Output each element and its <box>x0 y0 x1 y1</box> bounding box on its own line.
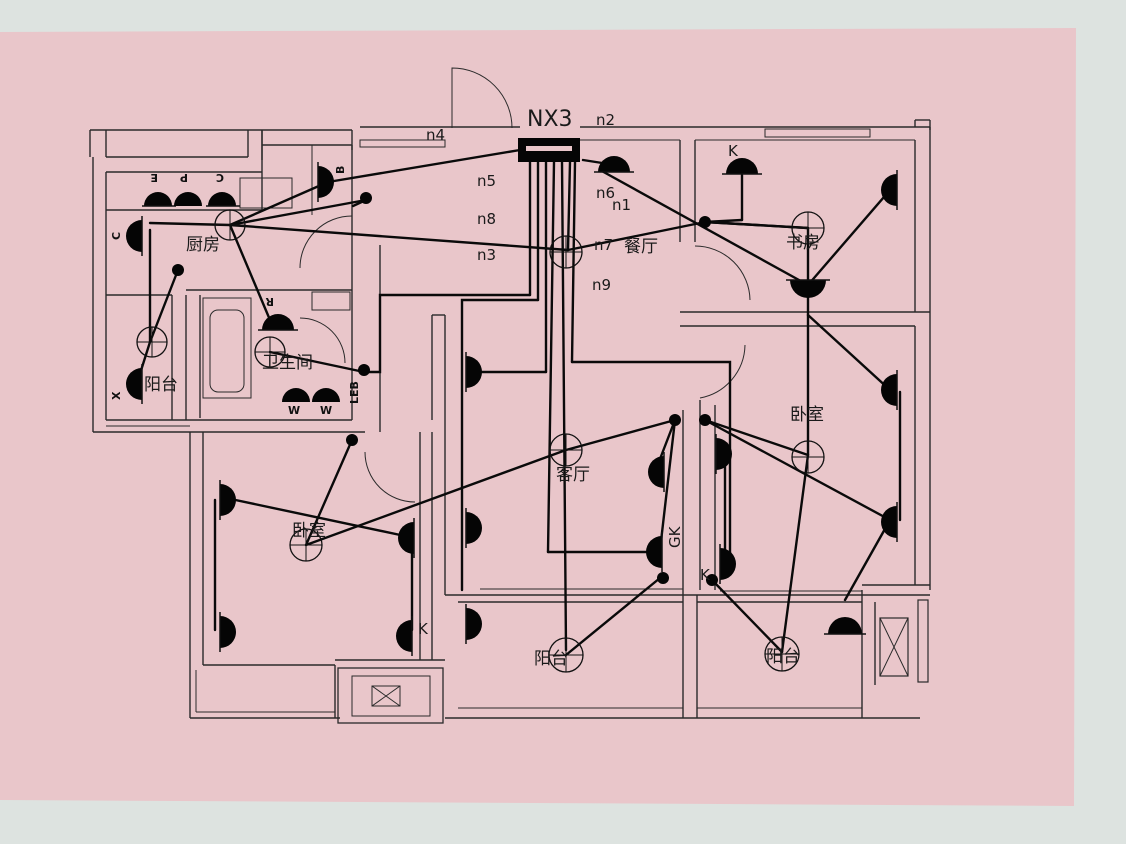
room-living: 客厅 <box>556 465 590 485</box>
socket-living-left-1 <box>465 352 482 392</box>
room-bedroom-left: 卧室 <box>292 521 326 541</box>
circuit-n6: n6 <box>596 184 615 202</box>
light-fixtures <box>136 209 825 673</box>
circuit-n2: n2 <box>596 111 615 129</box>
socket-study-bottom <box>786 279 830 298</box>
label-r-bath: R <box>265 295 274 308</box>
circuit-n7: n7 <box>594 236 613 254</box>
label-k-study: K <box>728 142 739 160</box>
socket-living-right-1 <box>648 452 665 492</box>
socket-kitchen-e <box>142 192 176 207</box>
socket-bedroom-right-2 <box>881 502 898 542</box>
light-bath <box>254 336 286 368</box>
label-leb: LEB <box>348 381 361 404</box>
light-study <box>791 211 825 245</box>
light-balcony-bottom-left <box>548 637 584 673</box>
socket-kitchen-c <box>206 192 240 207</box>
light-dining <box>549 235 583 269</box>
label-b-kitchen: B <box>334 166 347 174</box>
room-bedroom-right: 卧室 <box>790 405 824 425</box>
floor-plan-walls <box>89 67 931 724</box>
room-dining: 餐厅 <box>624 237 658 257</box>
circuit-n8: n8 <box>477 210 496 228</box>
room-study: 书房 <box>786 233 820 253</box>
socket-bedroom-right-1 <box>881 370 898 410</box>
socket-balcony-right <box>824 617 866 635</box>
socket-bedroom-left-k <box>396 616 413 656</box>
socket-living-left-2 <box>465 508 482 548</box>
label-c-kitchen: C <box>216 171 224 184</box>
socket-living-left-3 <box>465 604 482 644</box>
socket-bath-w1 <box>282 388 310 402</box>
socket-bath-w2 <box>312 388 340 402</box>
circuit-n3: n3 <box>477 246 496 264</box>
socket-balcony-left <box>126 364 143 404</box>
switches <box>172 192 718 586</box>
circuit-n4: n4 <box>426 126 445 144</box>
socket-bedroom-left-1 <box>219 480 236 520</box>
sockets <box>126 156 898 656</box>
socket-dining-n2 <box>594 156 634 173</box>
room-balcony-left: 阳台 <box>144 375 178 395</box>
socket-bedroom-left-2 <box>219 612 236 652</box>
light-balcony-left <box>136 326 168 358</box>
circuit-n5: n5 <box>477 172 496 190</box>
pink-sheet <box>0 28 1076 806</box>
room-balcony-bottom-left: 阳台 <box>534 649 568 669</box>
socket-bedroom-right-inner-2 <box>719 544 736 584</box>
label-p-kitchen: P <box>180 171 188 184</box>
circuit-n1: n1 <box>612 196 631 214</box>
light-living <box>549 433 583 467</box>
light-kitchen <box>214 209 246 241</box>
label-x-balcony: X <box>110 391 123 400</box>
label-k-bedroom-right: K <box>700 566 711 584</box>
socket-study-right <box>881 170 898 210</box>
socket-study-k <box>722 158 762 175</box>
socket-kitchen-left <box>126 216 143 256</box>
distribution-panel <box>518 138 580 162</box>
room-kitchen: 厨房 <box>186 235 220 255</box>
light-bedroom-left <box>289 528 323 562</box>
label-k-bedroom-left: K <box>418 620 429 638</box>
light-bedroom-right <box>791 440 825 474</box>
label-w2-bath: W <box>320 404 332 417</box>
socket-gk <box>646 532 663 572</box>
room-balcony-bottom-right: 阳台 <box>766 647 800 667</box>
light-balcony-bottom-right <box>764 636 800 672</box>
room-bathroom: 卫生间 <box>262 353 313 373</box>
circuit-n9: n9 <box>592 276 611 294</box>
socket-kitchen-p <box>174 192 202 206</box>
label-c-kitchen-side: C <box>110 232 123 240</box>
socket-bath-r <box>258 314 298 331</box>
panel-label: NX3 <box>527 107 573 132</box>
socket-kitchen-b <box>317 162 334 202</box>
label-gk: GK <box>666 525 684 548</box>
socket-bedroom-right-inner-1 <box>715 434 732 474</box>
label-e-kitchen: E <box>150 171 158 184</box>
label-w1-bath: W <box>288 404 300 417</box>
socket-bedroom-left-3 <box>398 518 415 558</box>
